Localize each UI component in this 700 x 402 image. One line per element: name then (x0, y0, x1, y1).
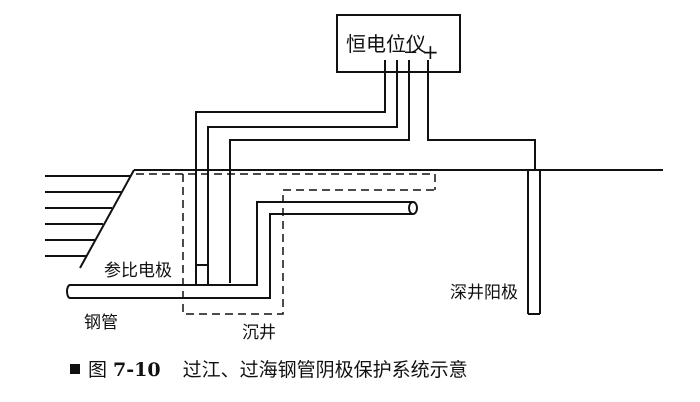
device-label: 恒电位仪 (346, 32, 426, 56)
pipe-bottom-edge (70, 213, 413, 299)
pipe-top-edge (70, 201, 413, 286)
wire-2 (207, 60, 398, 265)
pipe-left-end (66, 284, 71, 299)
minus-terminal-label: − (403, 42, 419, 63)
pipe-right-end (408, 201, 418, 215)
plus-terminal-label: + (422, 40, 439, 64)
caption-text: 过江、过海钢管阴极保护系统示意 (182, 359, 468, 381)
steel-pipe-label: 钢管 (84, 313, 118, 333)
caisson-label: 沉井 (242, 323, 276, 343)
reference-electrode (195, 264, 209, 286)
device-box (336, 14, 461, 73)
caption-number: 7-10 (113, 359, 161, 381)
wire-3-negative (229, 60, 410, 283)
caisson-outline (182, 174, 435, 315)
bank-slope (79, 169, 135, 269)
wire-4-positive (427, 60, 536, 170)
deep-well-anode-label: 深井阳极 (450, 283, 518, 303)
caption-prefix: 图 (88, 359, 108, 381)
caisson-top-dash (136, 173, 436, 190)
wire-1 (195, 60, 386, 265)
square-bullet-icon (70, 363, 80, 374)
reference-electrode-label: 参比电极 (104, 261, 172, 281)
